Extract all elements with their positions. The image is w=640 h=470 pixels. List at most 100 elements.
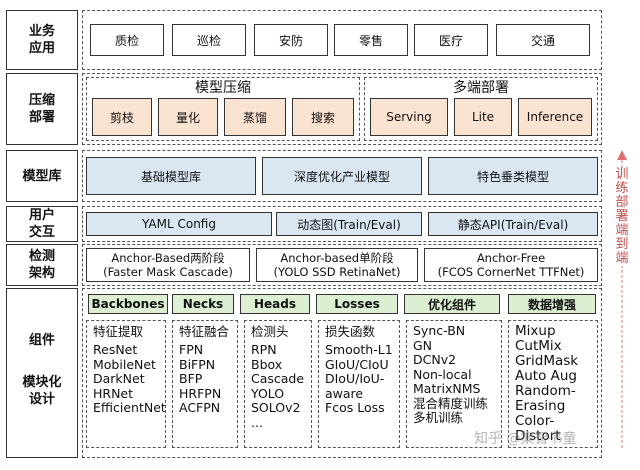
- interaction-item-label: 动态图(Train/Eval): [297, 217, 401, 232]
- category-components-label: 组件: [28, 332, 55, 348]
- column-item: BiFPN: [179, 356, 216, 372]
- interaction-item-label: 静态API(Train/Eval): [457, 217, 569, 232]
- optimizer-column: Sync-BN GN DCNv2 Non-local MatrixNMS 混合精…: [406, 320, 502, 448]
- detection-item-subtitle: (FCOS CornerNet TTFNet): [437, 265, 585, 279]
- compression-item-label: 量化: [175, 110, 200, 125]
- column-item: Bbox: [251, 356, 283, 372]
- deploy-item: Lite: [454, 98, 512, 136]
- column-item: 多机训练: [413, 410, 464, 425]
- model-compression-group: [86, 77, 360, 141]
- heads-column: 检测头 RPN Bbox Cascade YOLO SOLOv2 ...: [244, 320, 312, 448]
- detection-row-panel: [82, 244, 602, 286]
- column-item: ACFPN: [179, 400, 221, 415]
- components-row-panel: [82, 288, 602, 458]
- component-header: 数据增强: [508, 294, 596, 314]
- column-item: YOLO: [251, 385, 285, 401]
- column-title: 特征提取: [93, 324, 144, 339]
- modelzoo-item: 深度优化产业模型: [262, 157, 422, 195]
- losses-column: 损失函数 Smooth-L1 GIoU/CIoU DIoU/IoU- aware…: [318, 320, 400, 448]
- column-item: Random-: [515, 383, 576, 399]
- column-item: SOLOv2: [251, 400, 301, 415]
- necks-column: 特征融合 FPN BiFPN BFP HRFPN ACFPN: [172, 320, 238, 448]
- category-business: 业务 应用: [6, 10, 78, 70]
- interaction-row-panel: [82, 206, 602, 242]
- detection-item-title: Anchor-Free: [476, 251, 546, 265]
- column-item: 混合精度训练: [413, 395, 489, 411]
- modelzoo-item: 基础模型库: [86, 157, 256, 195]
- augmentation-column: Mixup CutMix GridMask Auto Aug Random- E…: [508, 320, 598, 448]
- detection-item-title: Anchor-based单阶段: [280, 251, 394, 265]
- column-item: aware: [325, 385, 364, 401]
- deploy-item: Inference: [518, 98, 592, 136]
- modelzoo-row-panel: [82, 150, 602, 202]
- column-title: 检测头: [251, 324, 289, 339]
- column-item: GIoU/CIoU: [325, 356, 389, 372]
- compression-item-label: 剪枝: [109, 110, 134, 125]
- modelzoo-item-label: 深度优化产业模型: [293, 169, 390, 184]
- component-header: Heads: [240, 294, 310, 314]
- column-item: Sync-BN: [413, 323, 466, 338]
- compression-item-label: 搜索: [310, 110, 335, 125]
- column-item: DIoU/IoU-: [325, 371, 385, 386]
- category-compress-label: 压缩 部署: [28, 93, 55, 125]
- up-arrow-icon: [617, 150, 627, 448]
- watermark: 知乎 @集智书童: [474, 431, 577, 447]
- compression-item: 剪枝: [92, 98, 152, 136]
- detection-item-subtitle: (Faster Mask Cascade): [103, 265, 233, 279]
- business-item: 巡检: [172, 24, 246, 56]
- modelzoo-item: 特色垂类模型: [428, 157, 598, 195]
- compression-item: 蒸馏: [224, 98, 286, 136]
- end-to-end-arrow: [610, 150, 634, 450]
- column-item: GridMask: [515, 353, 579, 369]
- modelzoo-item-label: 基础模型库: [140, 169, 201, 184]
- column-item: Auto Aug: [515, 368, 577, 384]
- column-item: ...: [251, 414, 263, 430]
- column-item: MobileNet: [93, 356, 156, 372]
- column-item: Cascade: [251, 371, 305, 386]
- deploy-item-label: Inference: [526, 110, 584, 124]
- column-title: 损失函数: [325, 324, 376, 339]
- compression-item-label: 蒸馏: [242, 110, 267, 125]
- category-business-label: 业务 应用: [28, 24, 55, 56]
- business-item-label: 质检: [114, 33, 139, 48]
- business-item-label: 巡检: [196, 33, 221, 48]
- column-item: Color-: [515, 413, 555, 429]
- column-item: ResNet: [93, 342, 138, 357]
- column-item: EfficientNet: [93, 400, 166, 415]
- end-to-end-label-char: 到: [615, 237, 629, 252]
- business-item: 交通: [496, 24, 590, 56]
- category-interaction: 用户 交互: [6, 206, 78, 242]
- component-header-label: 优化组件: [427, 297, 476, 312]
- compress-row-panel: [82, 73, 602, 145]
- interaction-item: 静态API(Train/Eval): [428, 212, 598, 236]
- column-item: Distort: [515, 428, 561, 444]
- component-header: Losses: [316, 294, 398, 314]
- deploy-item-label: Lite: [471, 110, 495, 124]
- category-modelzoo-label: 模型库: [22, 168, 62, 184]
- end-to-end-label-char: 练: [615, 181, 629, 196]
- business-item-label: 医疗: [438, 33, 463, 48]
- category-interaction-label: 用户 交互: [28, 208, 55, 240]
- category-detection-label: 检测 架构: [28, 249, 55, 281]
- end-to-end-label: 训练部署端到端: [614, 168, 630, 266]
- column-item: Fcos Loss: [325, 400, 385, 415]
- end-to-end-label-char: 训: [615, 167, 629, 182]
- model-compression-title: 模型压缩: [195, 80, 251, 96]
- column-item: DCNv2: [413, 352, 457, 367]
- column-item: Non-local: [413, 366, 472, 382]
- business-row-panel: [82, 10, 602, 70]
- component-header-label: Backbones: [91, 297, 165, 311]
- column-item: MatrixNMS: [413, 381, 481, 396]
- component-header: Necks: [172, 294, 234, 314]
- end-to-end-label-char: 端: [615, 223, 629, 238]
- component-header-label: 数据增强: [527, 297, 576, 312]
- column-item: GN: [413, 337, 433, 353]
- column-item: DarkNet: [93, 371, 145, 386]
- component-header: 优化组件: [404, 294, 500, 314]
- category-modelzoo: 模型库: [6, 150, 78, 202]
- business-item-label: 零售: [358, 33, 383, 48]
- column-item: HRFPN: [179, 385, 222, 401]
- category-detection: 检测 架构: [6, 244, 78, 286]
- compression-item: 搜索: [292, 98, 354, 136]
- component-header: Backbones: [88, 294, 168, 314]
